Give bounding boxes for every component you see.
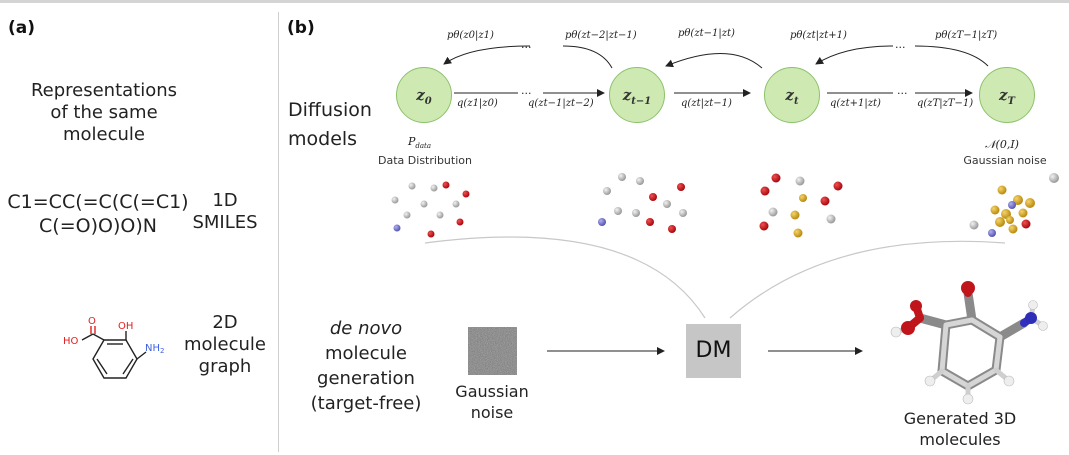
forward-label-5: q(zT|zT−1) (917, 98, 974, 109)
representations-heading: Representations of the same molecule (14, 80, 194, 146)
atom-nh2-sub: 2 (160, 347, 164, 355)
reverse-label-2: pθ(zt−2|zt−1) (565, 30, 637, 41)
heading-line-3: molecule (62, 124, 145, 145)
forward-label-2: q(zt−1|zt−2) (528, 98, 594, 109)
forward-label-1: q(z1|z0) (457, 98, 498, 109)
atoms-step-t-minus-1 (598, 173, 687, 233)
gaussian-noise-image (468, 327, 517, 375)
atom-ho: HO (63, 336, 79, 347)
data-distribution-label: Data Distribution (378, 154, 472, 167)
heading-line-1: Representations (30, 80, 178, 101)
generated-line-1: Generated 3D (903, 409, 1017, 428)
atom-o-top: O (88, 316, 96, 327)
node-zT: zT (979, 67, 1035, 123)
reverse-curve-1b (562, 45, 613, 69)
molecule-2d-graph: O OH HO NH2 (63, 316, 164, 379)
reverse-label-4: pθ(zt|zt+1) (790, 30, 847, 41)
reverse-arrow-2 (665, 53, 763, 69)
diffusion-title-line-2: models (288, 128, 358, 150)
ellipsis-top-2: ... (895, 38, 906, 51)
node-zt-minus-1: zt−1 (609, 67, 665, 123)
smiles-string: C1=CC(=C(C(=C1) C(=O)O)O)N (2, 190, 194, 238)
normal-distribution-label: 𝒩(0,I) (985, 138, 1019, 151)
funnel-curve-right (729, 240, 1006, 319)
diffusion-title-line-1: Diffusion (288, 99, 372, 121)
top-border (0, 0, 1069, 3)
generation-line-2: molecule (324, 343, 407, 364)
reverse-label-5: pθ(zT−1|zT) (935, 30, 998, 41)
benzene-ring (81, 331, 147, 379)
reverse-arrow-3 (815, 45, 894, 65)
reverse-label-1: pθ(z0|z1) (447, 30, 494, 41)
graph-type-label: 2D molecule graph (180, 312, 270, 378)
generation-line-4: (target-free) (310, 393, 422, 414)
atoms-step-t (759, 173, 843, 238)
smiles-line-1: C1=CC(=C(C(=C1) (7, 191, 189, 213)
ellipsis-mid-2: ... (897, 84, 908, 97)
gaussian-noise-top-label: Gaussian noise (963, 154, 1047, 167)
atom-oh: OH (118, 321, 133, 332)
reverse-arrow-1 (443, 45, 531, 65)
gaussian-noise-bottom-label: Gaussian noise (442, 381, 542, 423)
atom-nh2: NH2 (145, 343, 164, 355)
forward-label-4: q(zt+1|zt) (830, 98, 881, 109)
atom-nh: NH (145, 343, 160, 354)
node-z0: z0 (396, 67, 452, 123)
diffusion-models-title: Diffusion models (288, 96, 372, 154)
gaussian-noise-line-1: Gaussian (455, 382, 529, 401)
molecule-atoms (890, 281, 1048, 405)
panel-a-label: (a) (8, 18, 36, 38)
ellipsis-top-1: ... (521, 38, 532, 51)
de-novo-label: de novo (329, 318, 403, 339)
heading-line-2: of the same (50, 102, 158, 123)
generated-line-2: molecules (919, 430, 1001, 449)
ellipsis-mid-1: ... (521, 84, 532, 97)
atoms-data-distribution (391, 181, 470, 238)
smiles-type-1d: 1D (212, 190, 238, 211)
panel-divider (278, 12, 279, 452)
smiles-type-name: SMILES (192, 212, 258, 233)
generated-molecules-label: Generated 3D molecules (890, 408, 1030, 450)
gaussian-noise-line-2: noise (470, 403, 514, 422)
graph-type-2d: 2D (212, 312, 238, 333)
atoms-gaussian-noise (969, 173, 1059, 237)
panel-b-label: (b) (287, 18, 315, 38)
reverse-curve-3b (914, 45, 989, 67)
funnel-curve-left (424, 236, 706, 319)
generation-description: de novo molecule generation (target-free… (310, 316, 422, 416)
graph-type-graph: graph (198, 356, 252, 377)
carbonyl-bond (90, 326, 96, 334)
generation-line-3: generation (317, 368, 415, 389)
smiles-line-2: C(=O)O)O)N (39, 215, 157, 237)
reverse-label-3: pθ(zt−1|zt) (678, 28, 735, 39)
node-zt: zt (764, 67, 820, 123)
forward-label-3: q(zt|zt−1) (681, 98, 732, 109)
p-data-label: Pdata (408, 135, 432, 151)
smiles-type-label: 1D SMILES (180, 190, 270, 234)
graph-type-molecule: molecule (183, 334, 266, 355)
dm-box: DM (686, 324, 741, 378)
